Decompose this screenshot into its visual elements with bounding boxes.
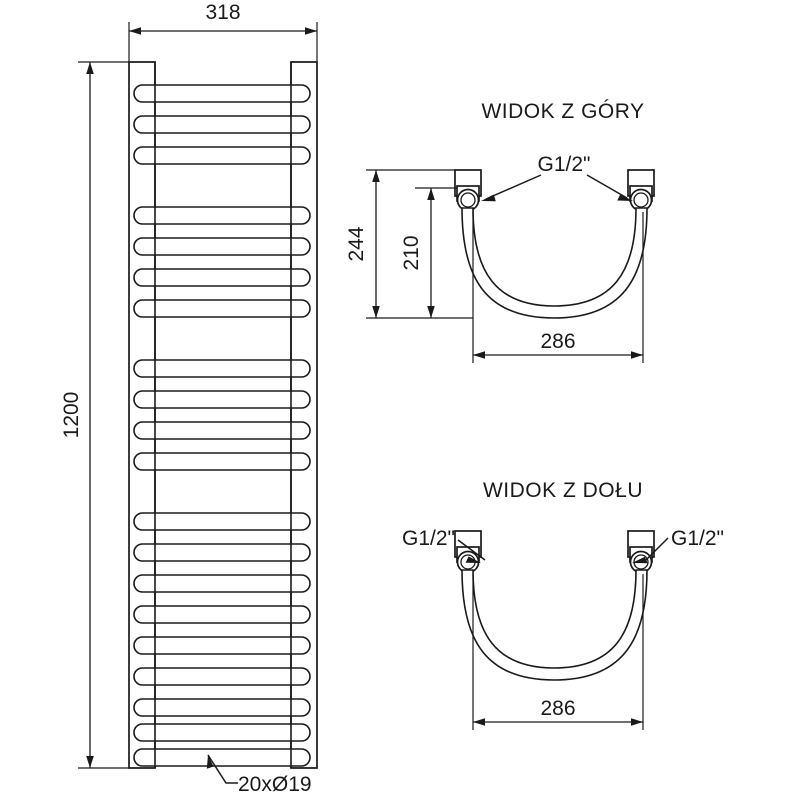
rung-tube (133, 146, 311, 165)
rung-tube (133, 359, 311, 378)
rung-tube (133, 421, 311, 440)
front-view-width-label: 318 (205, 1, 240, 24)
bottom-view-title: WIDOK Z DOŁU (483, 479, 643, 502)
rung-tube (133, 723, 311, 742)
bottom-view-thread-callout-left: G1/2" (402, 527, 486, 563)
rung-tube (133, 452, 311, 471)
rung-tube (133, 115, 311, 134)
bottom-view-group: WIDOK Z DOŁU (402, 479, 724, 730)
dimension-bottom-286: 286 (472, 574, 644, 730)
rung-tube (133, 698, 311, 717)
front-view-height-label: 1200 (60, 392, 83, 439)
top-view-fitting-left (454, 169, 482, 212)
rung-count-label: 20xØ19 (238, 773, 312, 796)
rung-tube (133, 543, 311, 562)
dimension-top-286: 286 (472, 212, 644, 363)
rung-tube (133, 605, 311, 624)
top-view-thread-callout: G1/2" (481, 153, 633, 202)
bottom-view-fitting-left (454, 530, 482, 574)
rung-tube (133, 636, 311, 655)
rung-tube (133, 390, 311, 409)
rung-tube (133, 574, 311, 593)
bottom-view-thread-label-right: G1/2" (671, 527, 724, 550)
bottom-view-u-pipe (461, 569, 648, 681)
rung-tube (133, 206, 311, 225)
manifold-left (128, 61, 156, 769)
top-view-dim-244-label: 244 (345, 226, 368, 261)
top-view-fitting-right (627, 169, 655, 212)
bottom-view-thread-callout-right: G1/2" (632, 527, 724, 564)
bottom-view-fitting-right (627, 530, 655, 574)
bottom-view-dim-286-label: 286 (540, 697, 575, 720)
rung-tube (133, 84, 311, 103)
rung-count-callout: 20xØ19 (206, 754, 312, 796)
rung-tube (133, 748, 311, 767)
rung-tube (133, 268, 311, 287)
top-view-thread-label: G1/2" (538, 153, 591, 176)
dimension-height-1200: 1200 (60, 61, 129, 769)
rung-tube (133, 667, 311, 686)
rung-tube (133, 512, 311, 531)
top-view-dim-210-label: 210 (400, 235, 423, 270)
rung-tube (133, 237, 311, 256)
dimension-top-210: 210 (400, 187, 457, 318)
manifold-right (290, 61, 318, 769)
dimension-top-244: 244 (345, 169, 473, 319)
rung-tube (133, 299, 311, 318)
front-view-group: 318 1200 20xØ19 (60, 1, 318, 796)
top-view-dim-286-label: 286 (540, 330, 575, 353)
bottom-view-thread-label-left: G1/2" (402, 527, 455, 550)
manifold-overlay-edges (154, 62, 292, 768)
dimension-width-318: 318 (128, 1, 318, 62)
rung-group (133, 84, 311, 767)
top-view-u-pipe (461, 207, 648, 319)
top-view-group: WIDOK Z GÓRY (345, 100, 655, 363)
top-view-title: WIDOK Z GÓRY (481, 100, 644, 123)
